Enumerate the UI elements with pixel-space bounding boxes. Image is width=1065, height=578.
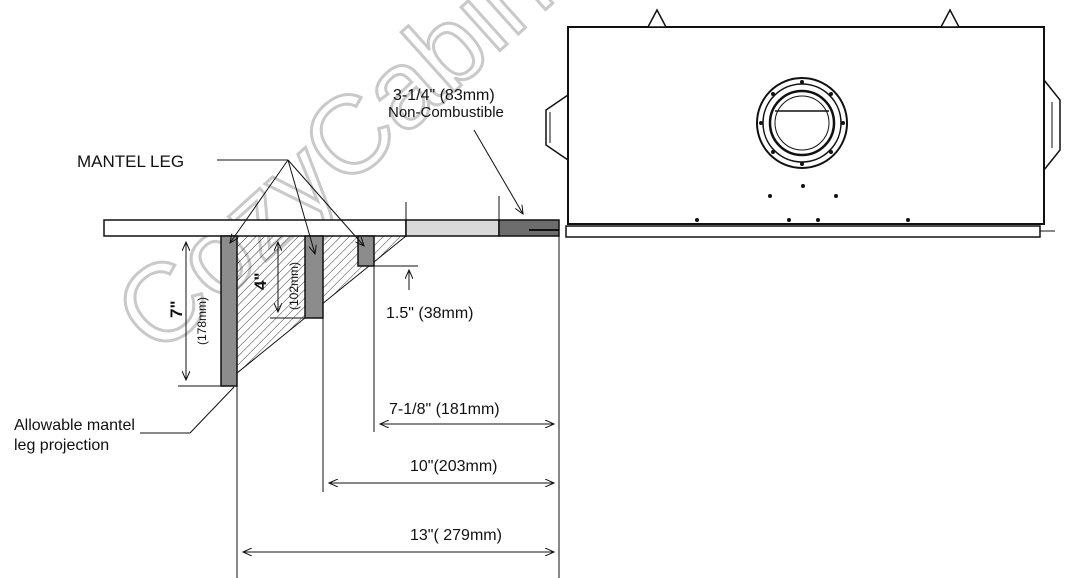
mantel-leg-1-5in bbox=[357, 235, 375, 267]
top-tab-left-icon bbox=[646, 8, 668, 28]
label-dim-10: 10"(203mm) bbox=[410, 458, 497, 475]
right-nailing-flange bbox=[1043, 79, 1061, 171]
noncombustible-zone bbox=[405, 219, 500, 237]
mantel-leg-7in bbox=[220, 235, 238, 387]
label-dim-7-1-8: 7-1/8" (181mm) bbox=[389, 401, 500, 418]
label-dim-4in: 4" bbox=[251, 272, 270, 290]
noncombustible-strip bbox=[498, 219, 560, 237]
vent-collar-icon bbox=[756, 77, 848, 169]
label-mantel-leg: MANTEL LEG bbox=[77, 152, 184, 171]
label-allowable-line1: Allowable mantel bbox=[14, 417, 135, 434]
left-nailing-flange bbox=[545, 94, 569, 161]
label-noncombustible-dim: 3-1/4" (83mm) bbox=[393, 87, 495, 104]
screw-dots bbox=[695, 184, 910, 222]
label-dim-1-5: 1.5" (38mm) bbox=[386, 305, 473, 322]
label-noncombustible: Non-Combustible bbox=[388, 104, 504, 121]
label-dim-7mm: (178mm) bbox=[195, 297, 209, 345]
top-tab-right-icon bbox=[939, 8, 961, 28]
label-dim-13: 13"( 279mm) bbox=[410, 527, 502, 544]
fireplace-base bbox=[565, 225, 1041, 238]
noncombustible-leader bbox=[473, 129, 523, 214]
dimension-lines bbox=[140, 129, 560, 578]
mantel-legs bbox=[220, 235, 375, 387]
diagram-labels: MANTEL LEG 3-1/4" (83mm) Non-Combustible… bbox=[14, 87, 504, 544]
label-dim-7in: 7" bbox=[167, 300, 186, 318]
mantel-leg-4in bbox=[304, 235, 324, 319]
wall-line bbox=[103, 196, 560, 237]
fireplace-unit bbox=[545, 8, 1061, 238]
label-dim-4mm: (102mm) bbox=[287, 262, 301, 310]
watermark: CozyCabins bbox=[92, 0, 615, 376]
label-allowable-line2: leg projection bbox=[14, 437, 109, 454]
fireplace-body bbox=[567, 26, 1045, 225]
